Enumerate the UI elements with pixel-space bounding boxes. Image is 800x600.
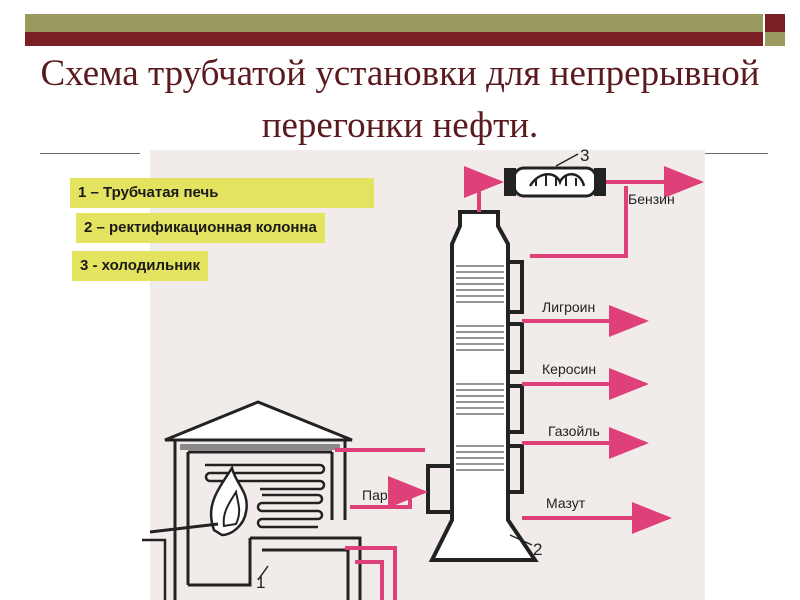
tube-furnace <box>142 400 362 600</box>
header-bar-top <box>25 14 763 32</box>
marker-cooler: 3 <box>580 146 589 165</box>
output-label-kerosin: Керосин <box>542 361 596 377</box>
output-label-gazoil: Газойль <box>548 423 600 439</box>
slide-title: Схема трубчатой установки для непрерывно… <box>40 53 760 146</box>
header-corner-bottom <box>765 32 785 46</box>
marker-column: 2 <box>533 540 542 559</box>
legend-item-column: 2 – ректификационная колонна <box>76 213 325 243</box>
legend-item-furnace: 1 – Трубчатая печь <box>70 178 374 208</box>
flow-lines <box>335 166 704 600</box>
title-rule-left <box>40 153 140 154</box>
output-label-mazut: Мазут <box>546 495 586 511</box>
header-bar-bottom <box>25 32 763 46</box>
legend-item-cooler: 3 - холодильник <box>72 251 209 281</box>
output-label-benzin: Бензин <box>628 191 675 207</box>
title-rule-right <box>700 153 768 154</box>
output-label-ligroin: Лигроин <box>542 299 595 315</box>
cooler <box>504 153 606 198</box>
distillation-column <box>426 210 539 562</box>
marker-furnace: 1 <box>256 573 265 592</box>
steam-label: Пар <box>362 487 388 503</box>
header-corner-top <box>765 14 785 32</box>
